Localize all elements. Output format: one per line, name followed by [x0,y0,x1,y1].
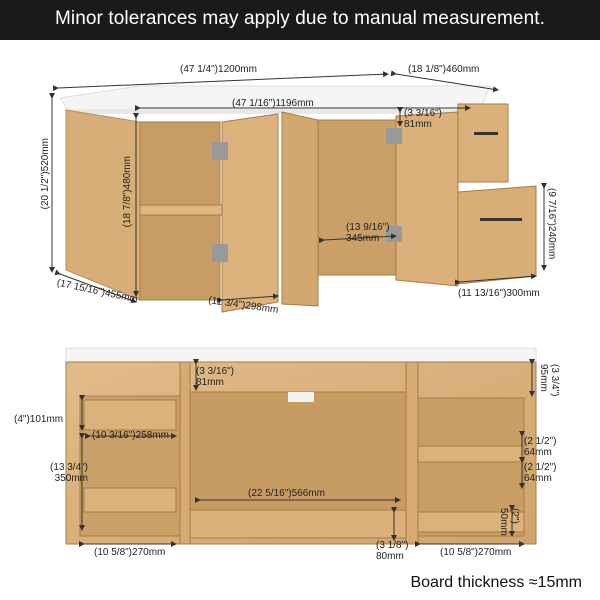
bottom-cabinet-view [65,347,537,545]
inner-width-label: (47 1/16")1196mm [232,98,314,109]
center-bottom-rail [189,509,407,539]
top-cabinet-view [59,85,537,313]
cabinet-height-label: (18 7/8")480mm [122,156,133,228]
drain-opening [288,392,314,402]
board-thickness-note: Board thickness ≈15mm [410,574,582,591]
opening-label: (13 9/16") 345mm [346,222,390,244]
left-inner-label: (10 3/16")258mm [92,430,169,441]
banner-text: Minor tolerances may apply due to manual… [54,8,546,29]
header-banner: Minor tolerances may apply due to manual… [0,0,600,40]
hinge-icon [386,128,402,144]
right-width-label: (10 5/8")270mm [440,547,512,558]
drawer-height-label: (9 7/16")240mm [546,188,557,260]
top-gap-label: (3 3/16") 81mm [404,108,443,130]
drawer-handle-icon [474,132,498,135]
depth-label: (18 1/8")460mm [408,64,480,75]
overall-width-label: (47 1/4")1200mm [180,64,257,75]
center-width-label: (22 5/16")566mm [248,488,325,499]
left-lower-box [83,487,177,513]
left-shelf-label: (4")101mm [14,414,64,425]
right-shelf [417,445,525,463]
bottom-drawer [457,185,537,285]
right-shelf2-label: (2 1/2") 64mm [524,462,557,484]
left-height-label: (13 3/4") 350mm [50,462,89,484]
left-width-label: (10 5/8")270mm [94,547,166,558]
countertop-front [65,347,537,363]
left-door [221,113,279,313]
left-drawer-box [83,399,177,431]
center-door [281,111,319,307]
center-bottom-label: (3 1/8") 80mm [376,540,409,562]
bottom-top-gap-label: (3 3/16") 81mm [196,366,235,388]
right-bottom-label: (2") 50mm [498,508,520,536]
drawer-width-label: (11 13/16")300mm [458,288,540,299]
drawer-handle-icon [480,218,522,221]
hinge-icon [212,142,228,160]
left-shelf [139,204,229,216]
top-drawer [457,103,509,183]
right-shelf1-label: (2 1/2") 64mm [524,436,557,458]
right-top-label: (3 3/4") 95mm [538,364,560,397]
hinge-icon [212,244,228,262]
center-bay [189,391,407,511]
overall-height-label: (20 1/2")520mm [40,138,51,210]
right-door [395,111,459,287]
